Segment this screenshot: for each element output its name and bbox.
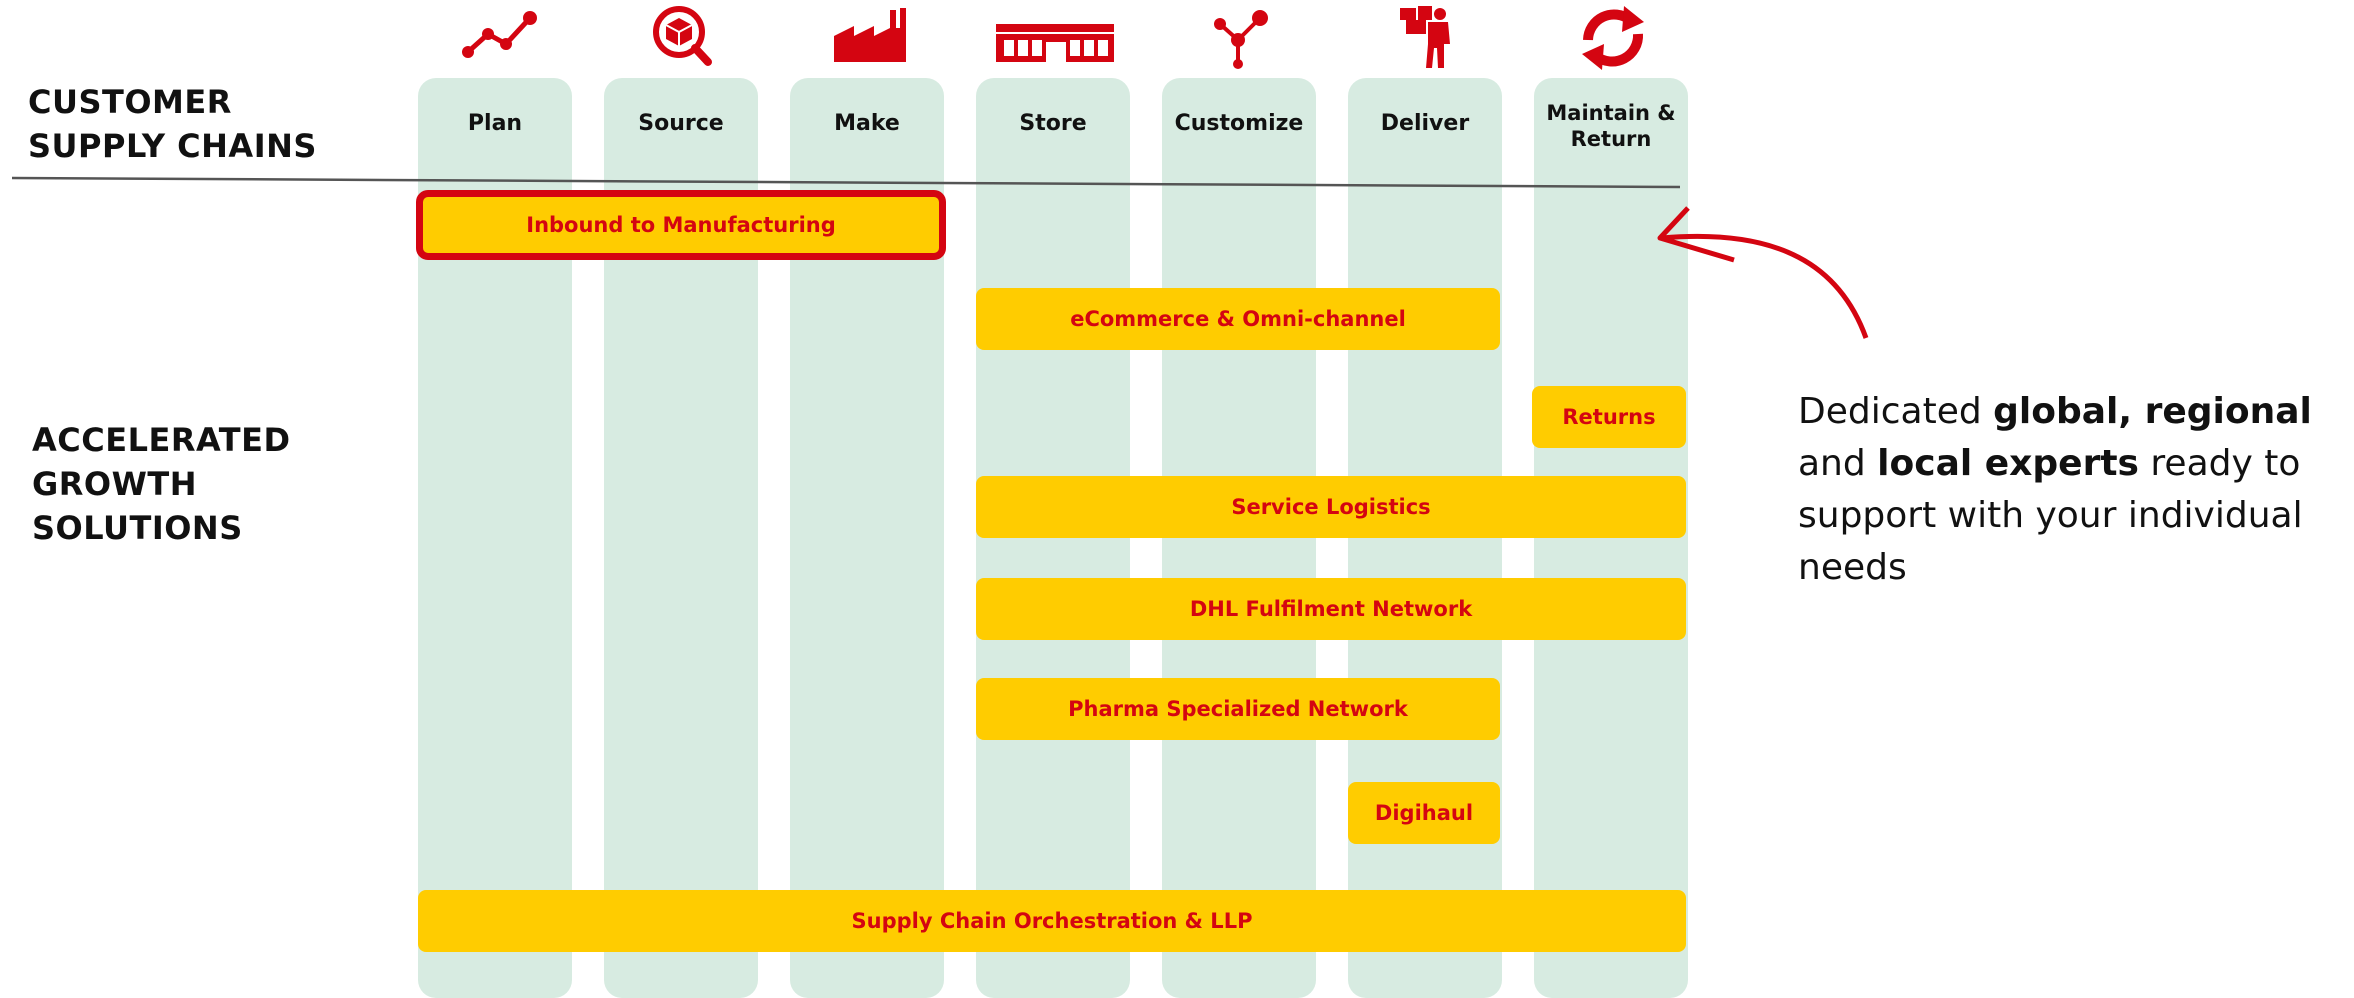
column-label-customize: Customize: [1174, 111, 1304, 136]
courier-icon: [1400, 6, 1450, 68]
column-maintain-return: [1534, 78, 1688, 998]
bar-ecommerce-omnichannel[interactable]: eCommerce & Omni-channel: [976, 288, 1500, 350]
warehouse-icon: [996, 24, 1114, 62]
experts-callout: Dedicated global, regional and local exp…: [1798, 386, 2338, 594]
bar-service-logistics[interactable]: Service Logistics: [976, 476, 1686, 538]
magnify-box-icon: [653, 6, 712, 66]
column-customize: [1162, 78, 1316, 998]
bar-pharma-specialized-network[interactable]: Pharma Specialized Network: [976, 678, 1500, 740]
column-label-make: Make: [834, 111, 900, 136]
column-store: [976, 78, 1130, 998]
refresh-arrows-icon: [1582, 6, 1644, 70]
column-label-plan: Plan: [467, 111, 523, 136]
bar-inbound-to-manufacturing[interactable]: Inbound to Manufacturing: [416, 190, 946, 260]
callout-bold-global-regional: global, regional: [1993, 391, 2312, 432]
factory-icon: [834, 8, 906, 62]
accelerated-growth-title: ACCELERATED GROWTH SOLUTIONS: [32, 421, 291, 547]
callout-text-2: and: [1798, 443, 1878, 484]
bar-supply-chain-orchestration[interactable]: Supply Chain Orchestration & LLP: [418, 890, 1686, 952]
curved-arrow-icon: [1657, 206, 1869, 339]
bar-returns[interactable]: Returns: [1532, 386, 1686, 448]
callout-bold-local-experts: local experts: [1877, 443, 2139, 484]
callout-text-3: ready to support with your individual ne…: [1798, 443, 2303, 588]
bar-digihaul[interactable]: Digihaul: [1348, 782, 1500, 844]
column-label-store: Store: [1019, 111, 1087, 136]
column-label-maintain-return: Maintain & Return: [1546, 101, 1676, 151]
column-deliver: [1348, 78, 1502, 998]
divider-line: [11, 176, 1681, 189]
customer-supply-chains-title: CUSTOMER SUPPLY CHAINS: [28, 83, 317, 165]
nodes-icon: [1214, 10, 1268, 69]
callout-text-1: Dedicated: [1798, 391, 1994, 432]
column-label-deliver: Deliver: [1380, 111, 1470, 136]
line-chart-icon: [462, 11, 537, 58]
bar-dhl-fulfilment-network[interactable]: DHL Fulfilment Network: [976, 578, 1686, 640]
column-label-source: Source: [638, 111, 724, 136]
